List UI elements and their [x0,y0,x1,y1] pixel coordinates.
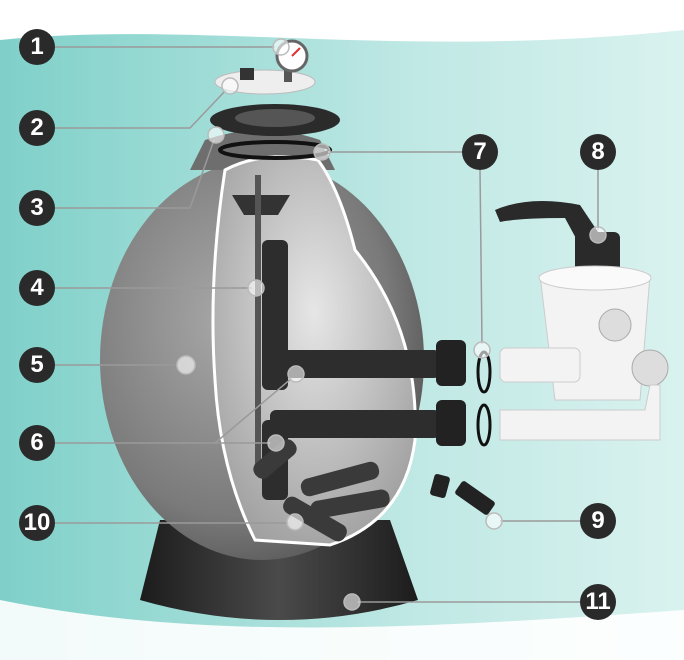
callout-4: 4 [19,270,55,306]
upper-port [436,340,466,386]
drain-plug [455,481,495,515]
callout-9: 9 [580,503,616,539]
callout-8: 8 [580,134,616,170]
callout-1: 1 [19,29,55,65]
callout-5: 5 [19,347,55,383]
lower-port [436,400,466,446]
callout-7: 7 [462,134,498,170]
callout-11: 11 [580,584,616,620]
callout-10: 10 [19,505,55,541]
callout-6: 6 [19,425,55,461]
callout-3: 3 [19,190,55,226]
callout-2: 2 [19,110,55,146]
